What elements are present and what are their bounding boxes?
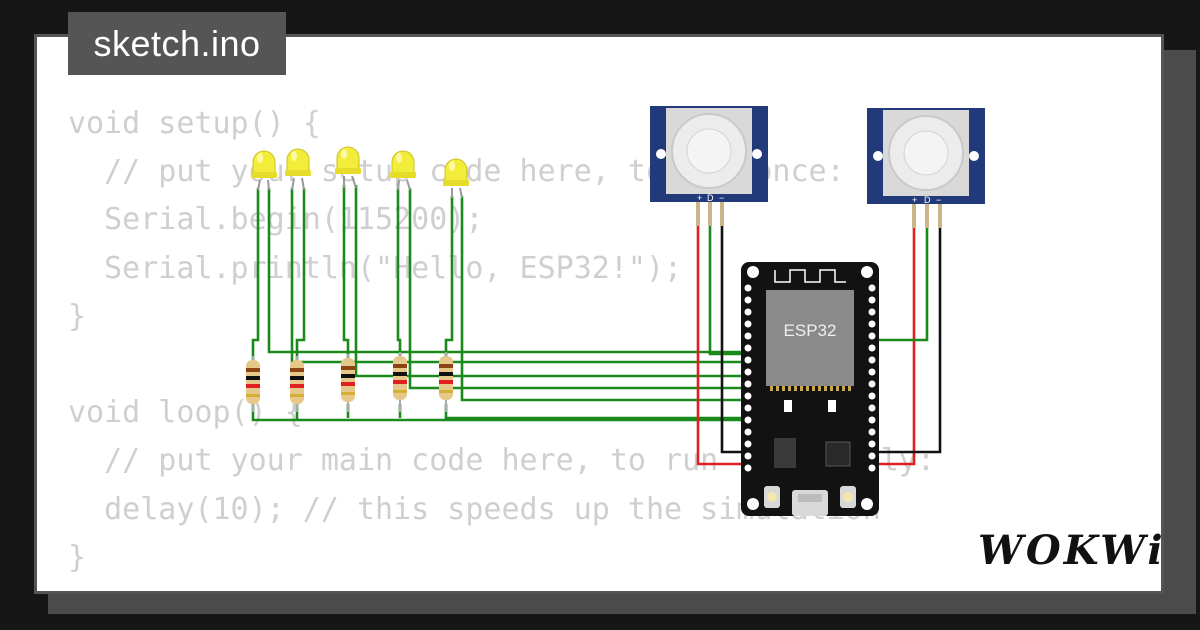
wire-led2-resistor[interactable] bbox=[295, 188, 306, 360]
resistor[interactable] bbox=[439, 352, 453, 412]
resistor[interactable] bbox=[393, 352, 407, 412]
pir-pin-plus: + bbox=[912, 195, 917, 205]
wokwi-logo: WOKWi bbox=[978, 527, 1166, 574]
pir-pin-plus: + bbox=[697, 193, 702, 203]
resistors bbox=[246, 352, 453, 412]
wire-led1-resistor[interactable] bbox=[251, 188, 260, 360]
resistor[interactable] bbox=[246, 356, 260, 412]
board-label: ESP32 bbox=[784, 321, 837, 340]
wire-pir1-signal[interactable] bbox=[708, 205, 748, 356]
esp32-board[interactable]: ESP32 bbox=[741, 262, 879, 516]
wire-led3-resistor[interactable] bbox=[342, 185, 350, 358]
code-line: // put your main code here, to run repea… bbox=[68, 443, 935, 479]
wire-led2-gpio[interactable] bbox=[290, 188, 748, 364]
wire-led4-resistor[interactable] bbox=[396, 188, 402, 356]
led[interactable] bbox=[251, 150, 277, 191]
wire-led5-gpio[interactable] bbox=[460, 196, 748, 402]
pir-pin-minus: − bbox=[719, 193, 724, 203]
led[interactable] bbox=[443, 158, 469, 199]
wire-led4-gpio[interactable] bbox=[408, 188, 748, 390]
leds bbox=[251, 146, 469, 199]
resistor[interactable] bbox=[341, 354, 355, 412]
wire-pir2-signal[interactable] bbox=[870, 208, 929, 342]
wire-pir2-vcc[interactable] bbox=[870, 208, 916, 466]
pir-sensor[interactable]: + D − bbox=[867, 108, 985, 228]
wire-pir2-gnd[interactable] bbox=[912, 208, 942, 454]
wire-led3-gpio[interactable] bbox=[354, 185, 748, 378]
code-line: void setup() { bbox=[68, 106, 321, 141]
code-line: void loop() { bbox=[68, 395, 303, 431]
led[interactable] bbox=[390, 150, 416, 191]
file-tab[interactable]: sketch.ino bbox=[68, 12, 286, 75]
pir-sensor[interactable]: + D − bbox=[650, 106, 768, 226]
led[interactable] bbox=[285, 148, 311, 191]
pir-pin-d: D bbox=[924, 195, 931, 205]
code-line: Serial.begin(115200); bbox=[68, 202, 484, 238]
code-line: } bbox=[68, 298, 87, 334]
code-line: } bbox=[68, 539, 87, 575]
wire-led5-resistor[interactable] bbox=[444, 196, 454, 356]
file-tab-label: sketch.ino bbox=[93, 22, 261, 64]
pir-pin-d: D bbox=[707, 193, 714, 203]
resistor[interactable] bbox=[290, 356, 304, 412]
wire-resistor-ground[interactable] bbox=[444, 404, 748, 420]
pir-pin-minus: − bbox=[936, 195, 941, 205]
wire-led1-gpio[interactable] bbox=[267, 188, 748, 354]
led[interactable] bbox=[335, 146, 361, 189]
